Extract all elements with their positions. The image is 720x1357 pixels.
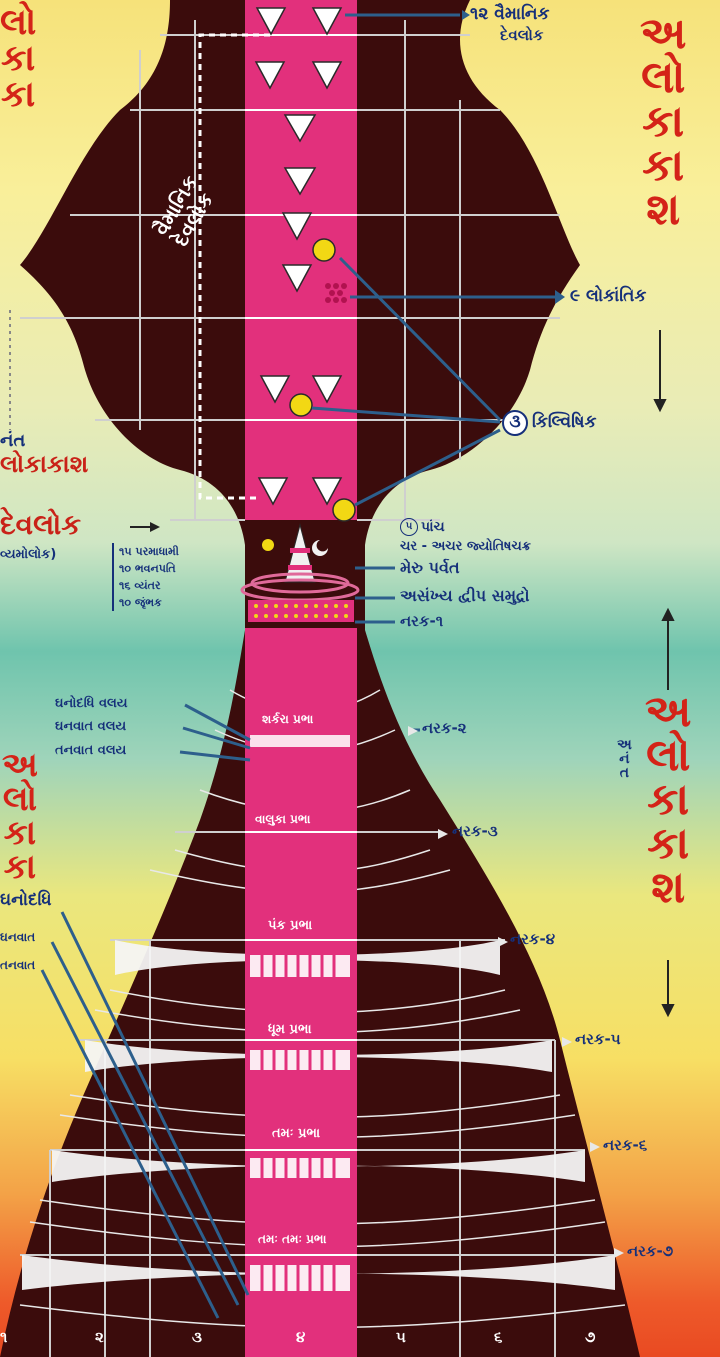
label-tanvat-left: તનવાત (0, 958, 35, 973)
prabha-5: તમઃ પ્રભા (272, 1126, 320, 1141)
narak-4: નરક-૪ (510, 932, 555, 948)
list-item: ૧૬ વ્યંતર (119, 577, 179, 594)
list-item: ૧૦ ભવનપતિ (119, 560, 179, 577)
narak-2: નરક-૨ (422, 721, 467, 737)
label-12-devlok: દેવલોક (500, 28, 543, 44)
label-ghanvat-valay: ઘનવાત વલય (55, 720, 126, 734)
label-tanvat-valay: તનવાત વલય (55, 744, 126, 758)
scale-label: ૫ (396, 1328, 406, 1346)
lokantik-dots (322, 280, 350, 303)
lokakash-top-left: લોકાકા (0, 5, 36, 113)
prabha-2: વાલુકા પ્રભા (255, 812, 310, 827)
label-devlok-left: દેવલોક (0, 508, 81, 542)
label-lokantik: ૯ લોકાંતિક (570, 288, 646, 306)
devlok-list: ૧૫ પરમાધામી ૧૦ ભવનપતિ ૧૬ વ્યંતર ૧૦ જૃંભક (112, 543, 179, 611)
label-12-vaimanik: ૧૨ વૈમાનિક (470, 6, 550, 24)
scale-label: ૪ (296, 1328, 305, 1346)
narak-3: નરક-૩ (452, 824, 498, 840)
label-panch: ૫ પાંચ (400, 518, 445, 536)
scale-label: ૩ (192, 1328, 202, 1346)
bottom-scale: ૧ ૨ ૩ ૪ ૫ ૬ ૭ (0, 1328, 720, 1354)
label-asankhya: અસંખ્ય દ્વીપ સમુદ્રો (400, 588, 529, 605)
label-ghanodadhi-valay: ઘનોદધિ વલય (55, 697, 128, 711)
label-ghanodadhi-left: ઘનોદધિ (0, 890, 52, 910)
label-kilvishik: ૩ કિલ્વિષિક (502, 410, 596, 436)
label-jyotishchakra: ચર - અચર જ્યોતિષચક્ર (400, 540, 531, 554)
kilvishik-number: ૩ (502, 410, 528, 436)
scale-label: ૬ (494, 1328, 502, 1346)
label-lokakash-left: લોકાકાશ (0, 450, 88, 478)
label-narak-1: નરક-૧ (400, 614, 443, 630)
scale-label: ૧ (0, 1328, 7, 1346)
scale-label: ૨ (95, 1328, 104, 1346)
label-ghanvat-left: ઘનવાત (0, 930, 35, 945)
list-item: ૧૫ પરમાધામી (119, 543, 179, 560)
list-item: ૧૦ જૃંભક (119, 594, 179, 611)
label-meru: મેરુ પર્વત (400, 560, 460, 577)
scale-label: ૭ (585, 1328, 595, 1346)
label-devlok-sub: વ્યમોલોક) (0, 547, 56, 562)
label-anant: નંત (0, 430, 25, 451)
prabha-6: તમઃ તમઃ પ્રભા (258, 1232, 326, 1247)
narak-7: નરક-૭ (627, 1244, 673, 1260)
narak-5: નરક-૫ (575, 1032, 621, 1048)
prabha-1: શર્કરા પ્રભા (262, 712, 313, 727)
prabha-3: પંક પ્રભા (268, 918, 312, 933)
narak-6: નરક-૬ (603, 1138, 647, 1154)
prabha-4: ધૂમ પ્રભા (268, 1022, 312, 1037)
trasa-nadi-column (245, 0, 357, 1357)
